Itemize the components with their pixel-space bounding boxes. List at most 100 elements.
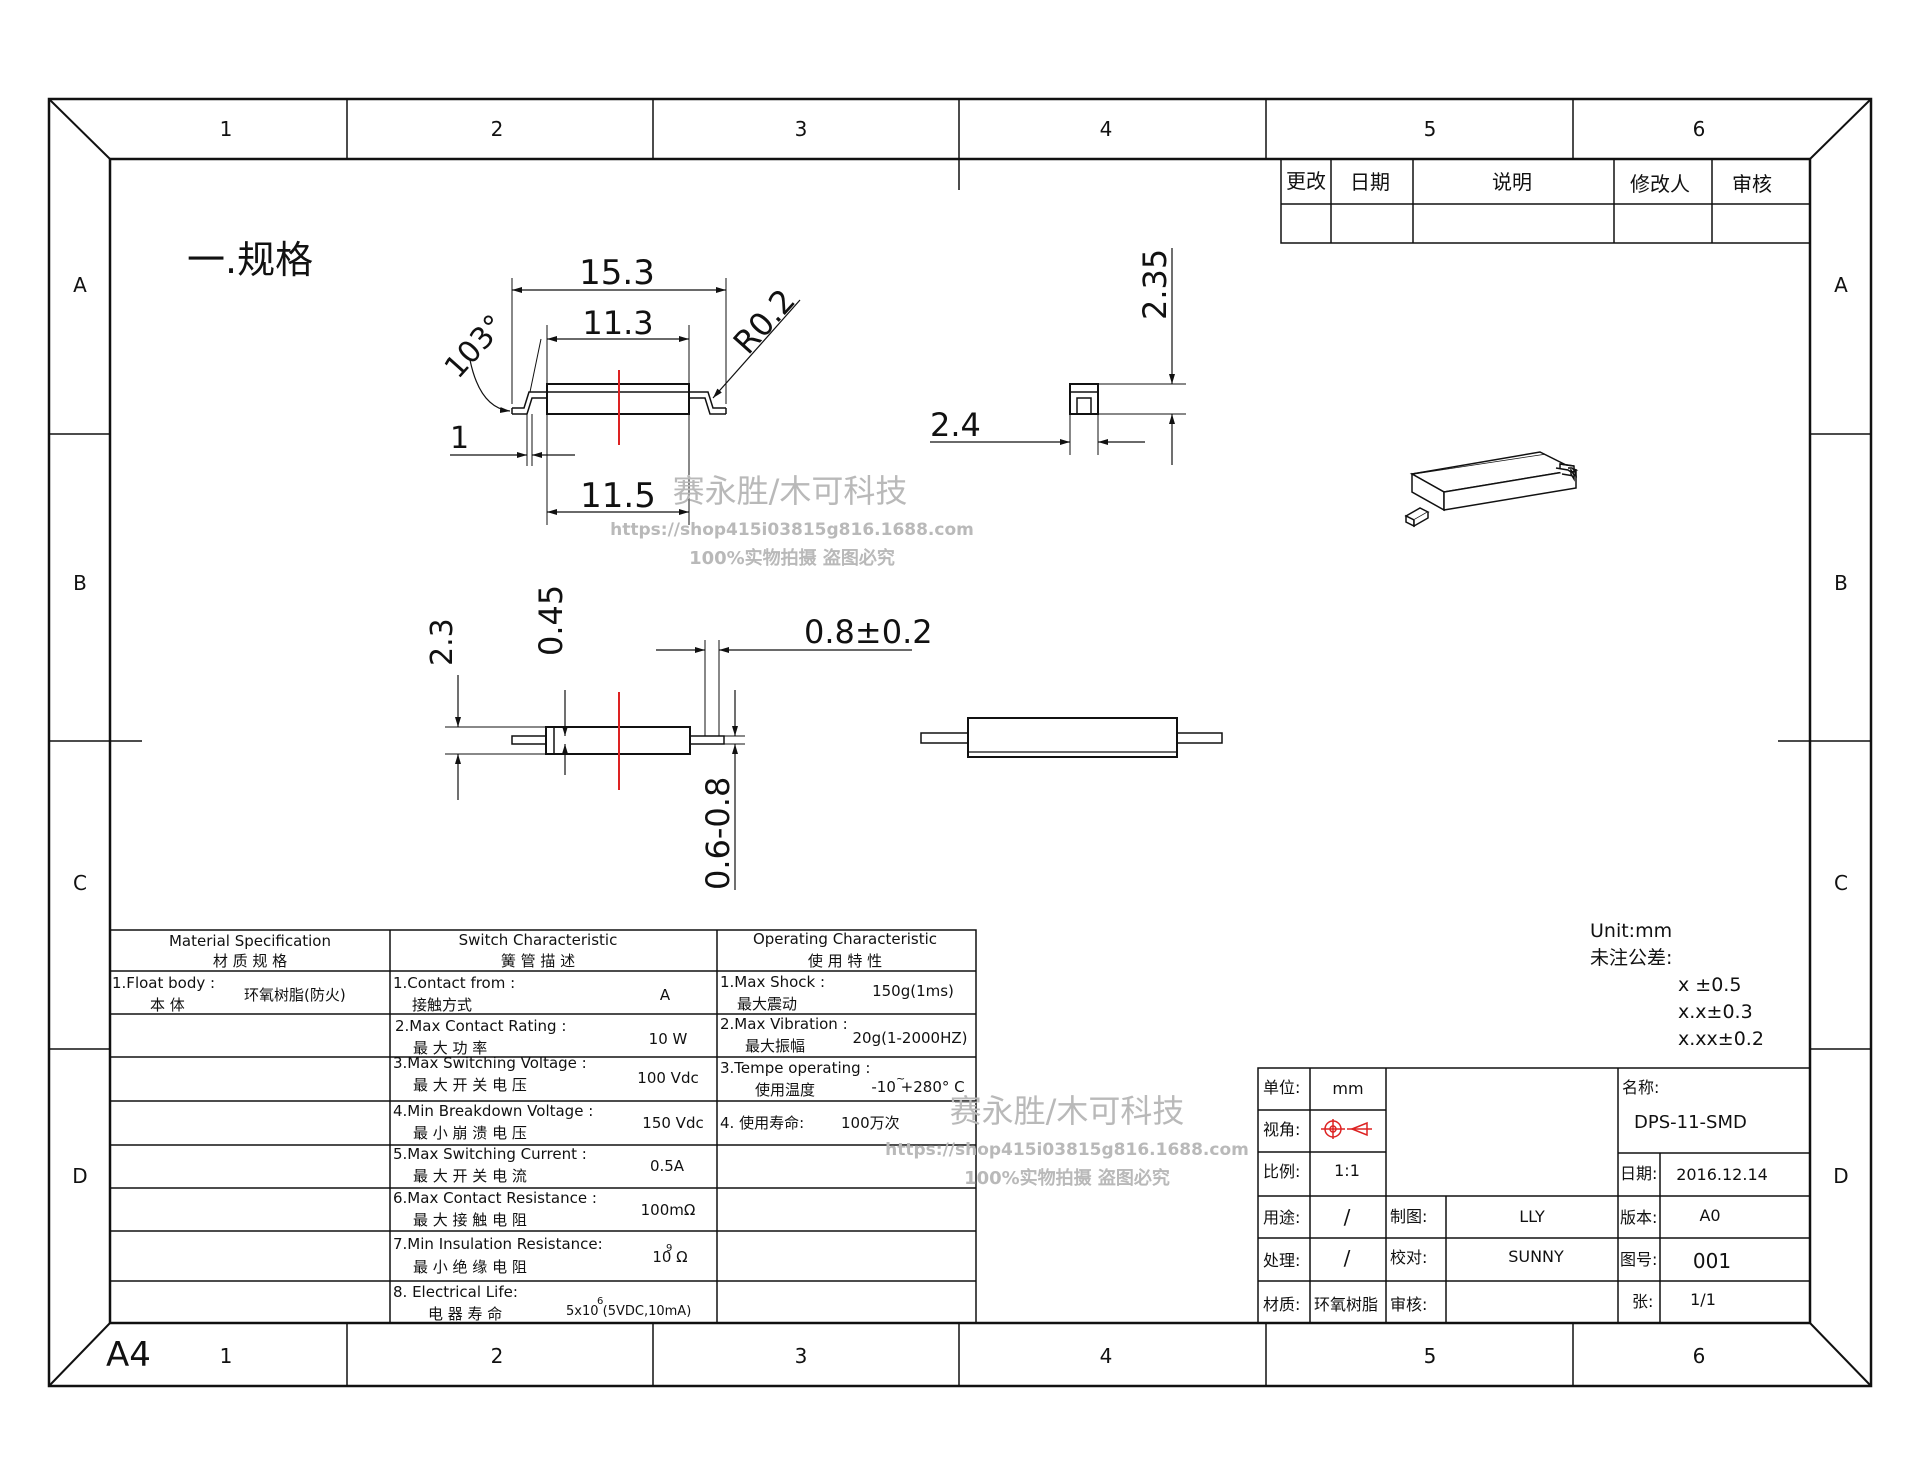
operating-row-value: 150g(1ms) <box>872 982 954 1000</box>
end-view-drawing <box>930 248 1186 465</box>
side-view-drawing <box>445 640 912 890</box>
plain-side-view <box>920 717 1223 758</box>
switch-row-value: 100mΩ <box>641 1201 696 1219</box>
drawing-no-label: 图号: <box>1620 1250 1657 1269</box>
col-label: 3 <box>795 117 808 141</box>
version-value: A0 <box>1699 1206 1720 1225</box>
unit-label: 单位: <box>1263 1078 1300 1097</box>
isometric-view <box>1404 451 1579 528</box>
side-view-dims: 2.3 0.45 0.8±0.2 0.6-0.8 <box>425 585 933 890</box>
dim-width: 2.4 <box>930 406 981 444</box>
operating-header-cn: 使 用 特 性 <box>808 952 882 970</box>
row-label: A <box>73 273 87 297</box>
tolerance-line: x.xx±0.2 <box>1678 1028 1764 1050</box>
operating-row-value: 20g(1-2000HZ) <box>853 1029 968 1047</box>
switch-row-label-cn: 最 小 崩 溃 电 压 <box>413 1124 527 1142</box>
dim-bottom-length: 11.5 <box>580 476 656 516</box>
dim-top-length: 15.3 <box>579 253 655 293</box>
switch-row-superscript: 6 <box>597 1296 603 1307</box>
col-label: 5 <box>1424 117 1437 141</box>
operating-row-superscript: ~ <box>896 1072 905 1085</box>
switch-row-value: 150 Vdc <box>642 1114 703 1132</box>
row-label: C <box>1834 871 1848 895</box>
version-label: 版本: <box>1620 1208 1657 1227</box>
col-label: 2 <box>491 117 504 141</box>
sheet-label: 张: <box>1632 1292 1653 1311</box>
col-label: 5 <box>1424 1344 1437 1368</box>
material-header-en: Material Specification <box>169 932 331 950</box>
watermark-url: https://shop415i03815g816.1688.com <box>610 520 974 540</box>
switch-row-label: 6.Max Contact Resistance : <box>393 1189 597 1207</box>
section-title: 一.规格 <box>187 238 313 282</box>
operating-row-value: 100万次 <box>841 1114 900 1132</box>
dim-lead-thickness: 0.6-0.8 <box>699 777 737 890</box>
watermark-brand: 赛永胜/木可科技 <box>673 472 908 510</box>
watermark-slogan: 100%实物拍摄 盗图必究 <box>964 1167 1170 1189</box>
operating-header-en: Operating Characteristic <box>753 930 937 948</box>
material-row-cn: 本 体 <box>150 996 185 1014</box>
drawn-label: 制图: <box>1390 1207 1427 1226</box>
switch-row-value: 10 W <box>649 1030 688 1048</box>
revision-header: 更改 <box>1286 169 1326 193</box>
operating-row-label: 4. 使用寿命: <box>720 1114 804 1132</box>
material-label: 材质: <box>1263 1295 1300 1314</box>
material-row-en: 1.Float body : <box>112 974 215 992</box>
switch-row-value: 0.5A <box>650 1157 685 1175</box>
switch-row-label-cn: 最 大 功 率 <box>413 1039 487 1057</box>
tolerance-title: 未注公差: <box>1590 947 1672 969</box>
switch-header-cn: 簧 管 描 述 <box>501 952 575 970</box>
switch-row-label-cn: 最 大 开 关 电 流 <box>413 1167 527 1185</box>
column-labels-top: 1 2 3 4 5 6 <box>220 117 1706 141</box>
process-label: 处理: <box>1263 1251 1300 1270</box>
col-label: 3 <box>795 1344 808 1368</box>
switch-row-label: 7.Min Insulation Resistance: <box>393 1235 603 1253</box>
scale-value: 1:1 <box>1334 1161 1360 1180</box>
revision-table <box>1280 158 1811 244</box>
material-value: 环氧树脂 <box>1314 1295 1378 1314</box>
switch-row-label: 5.Max Switching Current : <box>393 1145 587 1163</box>
dim-radius: R0.2 <box>726 282 803 362</box>
switch-row-label-cn: 最 大 接 触 电 阻 <box>413 1211 527 1229</box>
end-view-dims: 2.35 2.4 <box>930 249 1174 444</box>
switch-row-label-cn: 接触方式 <box>412 996 472 1014</box>
front-view-drawing <box>450 278 801 525</box>
dim-left-lead: 1 <box>450 421 469 456</box>
col-label: 2 <box>491 1344 504 1368</box>
dim-side-height: 2.3 <box>425 618 460 666</box>
dim-angle: 103° <box>438 308 512 385</box>
check-value: SUNNY <box>1508 1247 1564 1266</box>
row-label: C <box>73 871 87 895</box>
drawing-name: DPS-11-SMD <box>1634 1112 1747 1133</box>
revision-header: 审核 <box>1732 172 1772 196</box>
col-label: 1 <box>220 1344 233 1368</box>
operating-row-label: 3.Tempe operating : <box>720 1059 870 1077</box>
switch-row-value: 5x10 (5VDC,10mA) <box>566 1304 691 1319</box>
operating-row-value: -10 +280° C <box>871 1078 964 1096</box>
check-label: 校对: <box>1390 1248 1427 1267</box>
operating-row-label-cn: 使用温度 <box>755 1081 815 1099</box>
switch-row-label: 2.Max Contact Rating : <box>395 1017 566 1035</box>
operating-row-label: 1.Max Shock : <box>720 973 825 991</box>
switch-row-label: 1.Contact from : <box>393 974 515 992</box>
watermark-url: https://shop415i03815g816.1688.com <box>885 1140 1249 1160</box>
row-labels-right: A B C D <box>1833 273 1848 1188</box>
revision-header: 日期 <box>1350 170 1390 194</box>
drawn-value: LLY <box>1519 1207 1545 1226</box>
revision-header: 修改人 <box>1630 172 1690 196</box>
dim-height: 2.35 <box>1136 249 1174 320</box>
switch-row-label-cn: 最 大 开 关 电 压 <box>413 1076 527 1094</box>
switch-row-superscript: 9 <box>666 1243 672 1254</box>
column-labels-bottom: 1 2 3 4 5 6 <box>220 1344 1706 1368</box>
tolerance-line: x.x±0.3 <box>1678 1001 1753 1023</box>
row-label: D <box>72 1164 87 1188</box>
col-label: 1 <box>220 117 233 141</box>
switch-row-label-cn: 电 器 寿 命 <box>428 1305 502 1323</box>
paper-size-label: A4 <box>106 1335 151 1375</box>
name-label: 名称: <box>1622 1078 1659 1097</box>
row-label: A <box>1834 273 1848 297</box>
operating-row-label: 2.Max Vibration : <box>720 1015 848 1033</box>
tolerance-notes: Unit:mm 未注公差: x ±0.5 x.x±0.3 x.xx±0.2 <box>1590 920 1764 1050</box>
unit-note: Unit:mm <box>1590 920 1672 942</box>
switch-row-label: 8. Electrical Life: <box>393 1283 518 1301</box>
